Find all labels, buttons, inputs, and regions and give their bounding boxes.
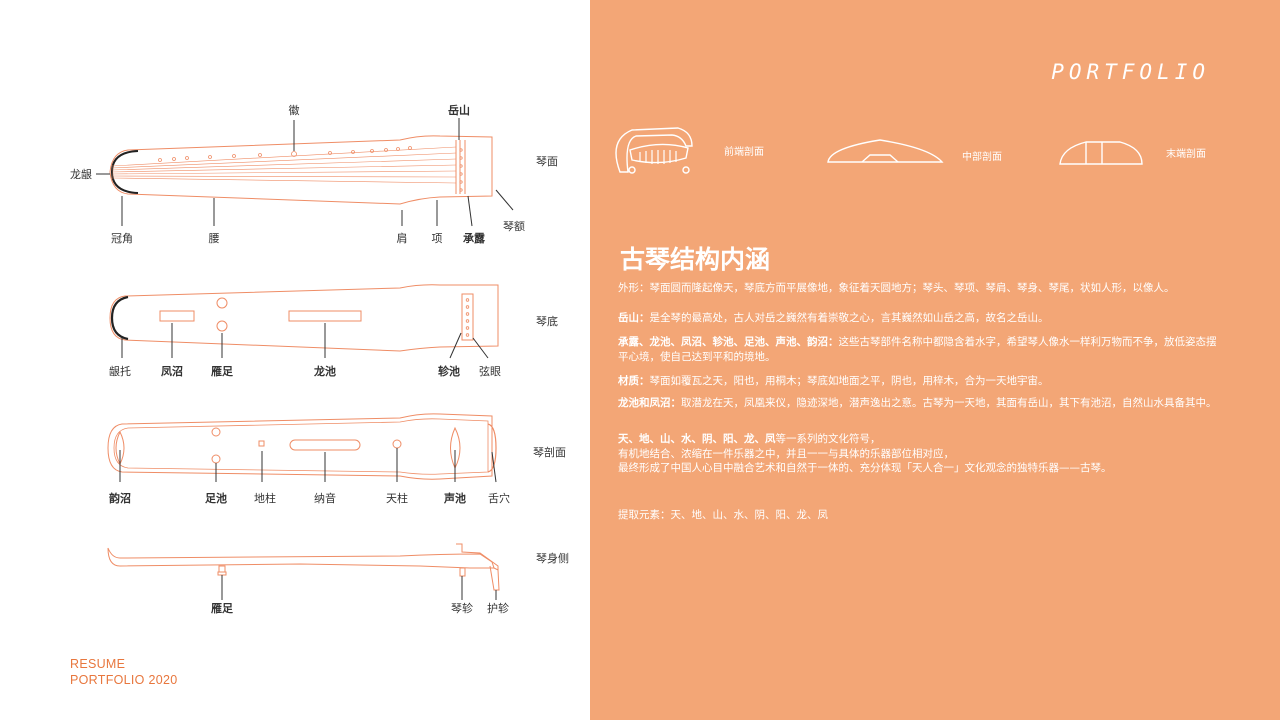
label-tianzhu: 天柱 <box>386 492 408 505</box>
label-xianyan: 弦眼 <box>479 365 501 378</box>
qin-section-view <box>107 413 497 483</box>
para-material-body: 琴面如覆瓦之天，阳也，用桐木；琴底如地面之平，阴也，用梓木，合为一天地宇宙。 <box>649 375 1049 387</box>
guqin-drawings <box>96 118 514 600</box>
label-yintuo: 龈托 <box>109 365 131 378</box>
para-material-head: 材质： <box>618 375 650 387</box>
footer-line2: PORTFOLIO 2020 <box>70 673 178 687</box>
cross-sections <box>615 127 1143 174</box>
qin-top-view <box>96 118 514 227</box>
label-zhenchi: 轸池 <box>438 365 460 378</box>
label-qinzhen: 琴轸 <box>451 602 473 615</box>
para-symbols-line1: 天、地、山、水、阴、阳、龙、凤等一系列的文化符号， <box>618 432 1218 447</box>
label-fengzhao: 凤沼 <box>161 365 183 378</box>
para-symbols-line2: 有机地结合、浓缩在一件乐器之中，并且一一与具体的乐器部位相对应， <box>618 447 954 460</box>
para-symbols-body: 等一系列的文化符号， <box>775 433 881 445</box>
section-label-front: 前端剖面 <box>724 147 764 158</box>
para-material: 材质：琴面如覆瓦之天，阳也，用桐木；琴底如地面之平，阴也，用梓木，合为一天地宇宙… <box>618 374 1218 389</box>
view-label-top: 琴面 <box>536 155 558 168</box>
label-xiang: 项 <box>431 232 443 245</box>
qin-bottom-view <box>109 284 499 359</box>
label-huzhen: 护轸 <box>487 602 509 615</box>
para-symbols-line3: 最终形成了中国人心目中融合艺术和自然于一体的、充分体现「天人合一」文化观念的独特… <box>618 462 1112 474</box>
para-shape: 外形：琴面圆而隆起像天，琴底方而平展像地，象征着天圆地方；琴头、琴项、琴肩、琴身… <box>618 282 1175 294</box>
para-longchi-body: 取潜龙在天，凤凰来仪，隐迹深地，潜声逸出之意。古琴为一天地，其面有岳山，其下有池… <box>681 397 1217 409</box>
label-jian: 肩 <box>396 232 408 245</box>
view-label-side: 琴身侧 <box>536 552 569 565</box>
para-elements: 提取元素：天、地、山、水、阴、阳、龙、凤 <box>618 509 828 521</box>
para-water-body: 这些古琴部件名称中都隐含着水字，希望琴人像水一样利万物而不争，放低姿态摆平心境，… <box>618 336 1217 363</box>
front-section-shape <box>615 127 693 174</box>
label-longyin: 龙龈 <box>70 168 92 181</box>
footer-line1: RESUME <box>70 657 126 671</box>
label-guanjiao: 冠角 <box>111 232 133 245</box>
para-yueshan-head: 岳山： <box>618 312 650 324</box>
para-yueshan: 岳山：是全琴的最高处，古人对岳之巍然有着崇敬之心，言其巍然如山岳之高，故名之岳山… <box>618 311 1218 326</box>
para-symbols: 天、地、山、水、阴、阳、龙、凤等一系列的文化符号， 有机地结合、浓缩在一件乐器之… <box>618 432 1218 476</box>
section-label-end: 末端剖面 <box>1166 149 1206 160</box>
label-hui: 徽 <box>288 104 300 117</box>
label-zuchi: 足池 <box>205 492 227 505</box>
para-yueshan-body: 是全琴的最高处，古人对岳之巍然有着崇敬之心，言其巍然如山岳之高，故名之岳山。 <box>649 312 1049 324</box>
portfolio-header: PORTFOLIO <box>1051 60 1210 84</box>
text-panel: PORTFOLIO <box>590 0 1280 720</box>
label-yanzu-bottom: 雁足 <box>211 365 233 378</box>
section-label-middle: 中部剖面 <box>962 152 1002 163</box>
para-longchi: 龙池和凤沼：取潜龙在天，凤凰来仪，隐迹深地，潜声逸出之意。古琴为一天地，其面有岳… <box>618 396 1218 411</box>
label-shexue: 舌穴 <box>488 492 510 505</box>
label-longchi: 龙池 <box>314 365 336 378</box>
label-qine: 琴额 <box>503 220 525 233</box>
diagram-panel: 徽 岳山 龙龈 冠角 腰 肩 项 承露 琴额 琴面 龈托 凤沼 雁足 龙池 轸池… <box>0 0 590 720</box>
para-water-head: 承露、龙池、凤沼、轸池、足池、声池、韵沼： <box>618 336 839 348</box>
label-chenglu: 承露 <box>463 232 485 245</box>
qin-side-view <box>107 543 500 600</box>
end-section-shape <box>1059 141 1143 165</box>
label-yanzu-side: 雁足 <box>211 602 233 615</box>
label-shengchi: 声池 <box>444 492 466 505</box>
view-label-bottom: 琴底 <box>536 315 558 328</box>
para-symbols-head: 天、地、山、水、阴、阳、龙、凤 <box>618 433 776 445</box>
para-longchi-head: 龙池和凤沼： <box>618 397 681 409</box>
label-dizhu: 地柱 <box>254 492 276 505</box>
view-label-section: 琴剖面 <box>533 446 566 459</box>
label-yueshan: 岳山 <box>448 104 470 117</box>
label-nayin: 纳音 <box>314 492 336 505</box>
middle-section-shape <box>827 139 944 163</box>
main-title: 古琴结构内涵 <box>620 245 771 274</box>
para-water: 承露、龙池、凤沼、轸池、足池、声池、韵沼：这些古琴部件名称中都隐含着水字，希望琴… <box>618 335 1218 364</box>
footer-resume: RESUME PORTFOLIO 2020 <box>70 656 177 688</box>
label-yunzhao: 韵沼 <box>109 492 131 505</box>
label-yao: 腰 <box>208 232 220 245</box>
